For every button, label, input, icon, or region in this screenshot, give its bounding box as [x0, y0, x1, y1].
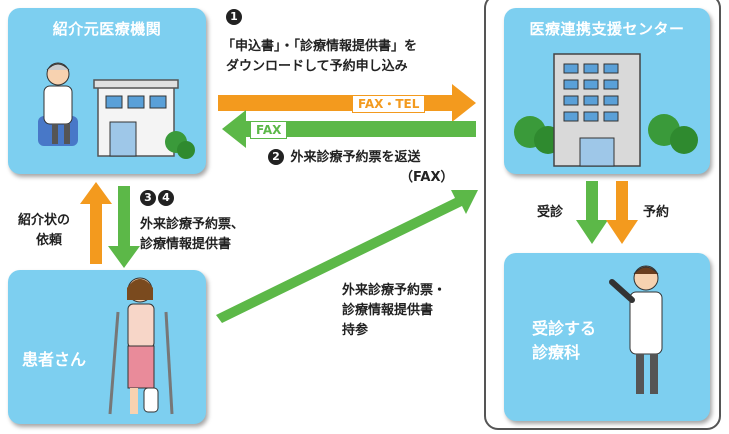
request-line2: 依頼 — [36, 233, 63, 248]
reserve-label: 予約 — [643, 205, 670, 220]
fax-tel-tag: FAX・TEL — [352, 95, 426, 113]
support-center-title: 医療連携支援センター — [529, 20, 685, 38]
visit-arrow — [576, 181, 608, 244]
referral-hospital-title: 紹介元医療機関 — [52, 20, 162, 38]
documents-arrow-down — [108, 186, 140, 268]
step1-line2: ダウンロードして予約申し込み — [226, 59, 408, 74]
carry-line1: 外来診療予約票・ — [342, 283, 447, 298]
step2-line2: （FAX） — [400, 170, 454, 185]
step4-badge: 4 — [158, 190, 174, 206]
carry-line2: 診療情報提供書 — [342, 303, 434, 318]
step34-line1: 外来診療予約票、 — [140, 217, 245, 232]
request-line1: 紹介状の — [18, 213, 71, 228]
clinic-building-illustration — [93, 79, 195, 159]
step2-text: 外来診療予約票を返送 — [290, 150, 421, 165]
step2-line1: 2 外来診療予約票を返送 — [268, 149, 421, 167]
step1-badge: 1 — [226, 9, 242, 25]
step1-number: 1 — [226, 9, 244, 27]
department-doctor-illustration — [609, 265, 663, 394]
carry-line3: 持参 — [342, 323, 369, 338]
request-arrow-up — [80, 182, 112, 264]
patient-illustration — [108, 277, 174, 415]
department-box: 受診する 診療科 — [504, 253, 710, 421]
reserve-arrow — [606, 181, 638, 244]
support-center-frame — [484, 0, 721, 430]
step3-badge: 3 — [140, 190, 156, 206]
doctor-illustration — [38, 62, 78, 146]
fax-tel-arrow — [218, 84, 476, 122]
fax-tag: FAX — [250, 121, 288, 139]
patient-title: 患者さん — [22, 350, 87, 369]
support-center-building — [514, 53, 698, 167]
patient-box: 患者さん — [8, 270, 206, 424]
fax-return-arrow — [222, 110, 476, 148]
visit-label: 受診 — [537, 205, 564, 220]
step2-badge: 2 — [268, 149, 284, 165]
step34-line2: 診療情報提供書 — [140, 237, 232, 252]
department-label-2: 診療科 — [532, 343, 581, 362]
step1-line1: 「申込書」・「診療情報提供書」を — [222, 39, 418, 54]
carry-arrow — [216, 190, 478, 323]
department-label-1: 受診する — [532, 319, 597, 338]
